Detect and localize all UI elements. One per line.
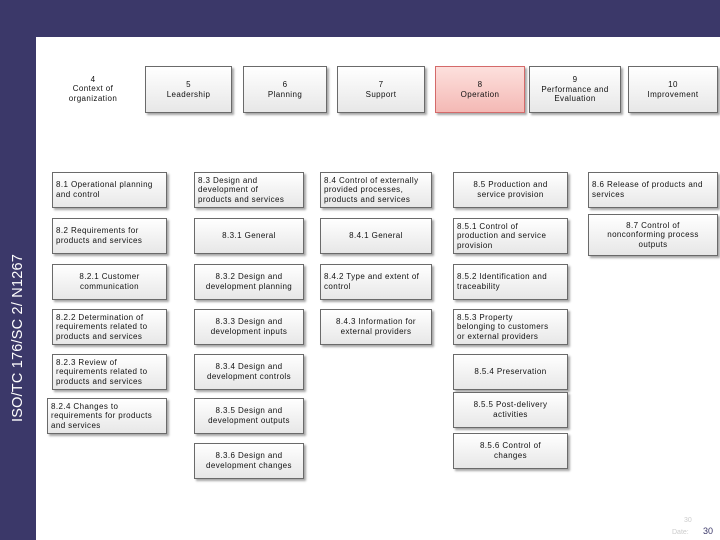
box-8-3-3-inputs: 8.3.3 Design and development inputs xyxy=(194,309,304,345)
header-performance-evaluation: 9 Performance and Evaluation xyxy=(529,66,621,113)
box-8-3-5-outputs: 8.3.5 Design and development outputs xyxy=(194,398,304,434)
footer-slide-number: 30 xyxy=(684,517,692,524)
box-8-4-2-type-extent: 8.4.2 Type and extent of control xyxy=(320,264,432,300)
document-reference: ISO/TC 176/SC 2/ N1267 xyxy=(10,253,26,423)
box-8-3-6-changes: 8.3.6 Design and development changes xyxy=(194,443,304,479)
box-8-4-1-general: 8.4.1 General xyxy=(320,218,432,254)
box-8-4-external-control: 8.4 Control of externally provided proce… xyxy=(320,172,432,208)
footer-page-number: 30 xyxy=(703,526,714,536)
box-8-5-2-identification: 8.5.2 Identification and traceability xyxy=(453,264,568,300)
header-leadership: 5 Leadership xyxy=(145,66,232,113)
header-operation: 8 Operation xyxy=(435,66,525,113)
box-8-3-4-controls: 8.3.4 Design and development controls xyxy=(194,354,304,390)
box-8-5-1-control-production: 8.5.1 Control of production and service … xyxy=(453,218,568,254)
box-8-2-requirements: 8.2 Requirements for products and servic… xyxy=(52,218,167,254)
box-8-1-operational-planning: 8.1 Operational planning and control xyxy=(52,172,167,208)
box-8-7-nonconforming: 8.7 Control of nonconforming process out… xyxy=(588,214,718,256)
header-planning: 6 Planning xyxy=(243,66,327,113)
box-8-3-design-development: 8.3 Design and development of products a… xyxy=(194,172,304,208)
top-banner xyxy=(0,0,720,37)
box-8-2-1-customer-communication: 8.2.1 Customer communication xyxy=(52,264,167,300)
box-8-5-3-property: 8.5.3 Property belonging to customers or… xyxy=(453,309,568,345)
box-8-3-2-planning: 8.3.2 Design and development planning xyxy=(194,264,304,300)
left-sidebar xyxy=(0,0,36,540)
side-label-container: ISO/TC 176/SC 2/ N1267 xyxy=(0,0,36,540)
header-improvement: 10 Improvement xyxy=(628,66,718,113)
box-8-2-3-review: 8.2.3 Review of requirements related to … xyxy=(52,354,167,390)
box-8-3-1-general: 8.3.1 General xyxy=(194,218,304,254)
footer-date-label: Date: xyxy=(672,529,689,536)
box-8-2-4-changes: 8.2.4 Changes to requirements for produc… xyxy=(47,398,167,434)
box-8-5-4-preservation: 8.5.4 Preservation xyxy=(453,354,568,390)
header-context-of-organization: 4 Context of organization xyxy=(68,74,118,103)
box-8-4-3-information: 8.4.3 Information for external providers xyxy=(320,309,432,345)
box-8-5-5-post-delivery: 8.5.5 Post-delivery activities xyxy=(453,392,568,428)
box-8-6-release: 8.6 Release of products and services xyxy=(588,172,718,208)
box-8-5-production: 8.5 Production and service provision xyxy=(453,172,568,208)
header-support: 7 Support xyxy=(337,66,425,113)
box-8-5-6-control-changes: 8.5.6 Control of changes xyxy=(453,433,568,469)
box-8-2-2-determination: 8.2.2 Determination of requirements rela… xyxy=(52,309,167,345)
